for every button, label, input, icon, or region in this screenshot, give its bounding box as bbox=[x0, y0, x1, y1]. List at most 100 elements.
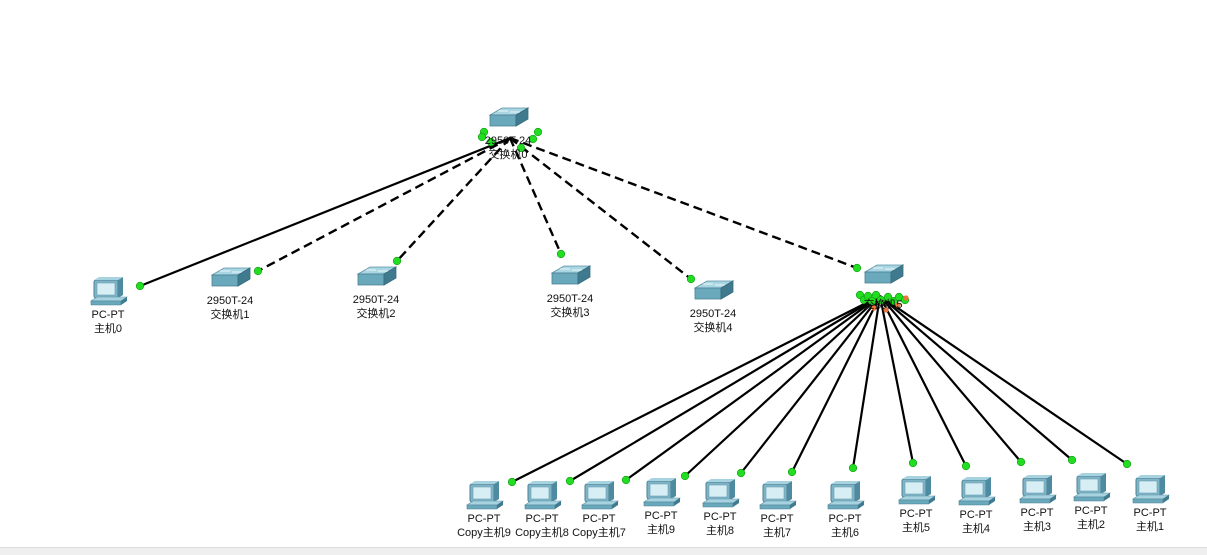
host-type-label: PC-PT bbox=[761, 513, 794, 525]
host-type-label: PC-PT bbox=[900, 508, 933, 520]
link-sw0-sw1[interactable] bbox=[257, 136, 511, 273]
switch-model-label: 2950T-24 bbox=[690, 308, 736, 320]
host-type-label: PC-PT bbox=[92, 309, 125, 321]
port-status-dot-pc9 bbox=[680, 471, 690, 481]
host-name-label: 主机9 bbox=[647, 522, 675, 536]
pc-icon bbox=[702, 478, 740, 508]
pc-icon bbox=[643, 477, 681, 507]
host-name-label: Copy主机9 bbox=[457, 525, 511, 539]
link-sw0-sw3[interactable] bbox=[508, 137, 563, 255]
link-sw0-sw4[interactable] bbox=[509, 137, 692, 280]
link-sw5-pcc8[interactable] bbox=[569, 295, 881, 482]
link-sw5-pc1[interactable] bbox=[879, 295, 1128, 465]
pc-icon bbox=[759, 480, 797, 510]
port-status-dot-sw0-4 bbox=[533, 127, 543, 137]
host-type-label: PC-PT bbox=[1021, 507, 1054, 519]
host-name-label: 主机1 bbox=[1136, 519, 1164, 533]
switch-model-label: 2950T-24 bbox=[207, 295, 253, 307]
switch-name-label: 交换机3 bbox=[550, 305, 589, 319]
switch-icon bbox=[551, 265, 591, 285]
port-status-dot-pcc7 bbox=[621, 475, 631, 485]
link-sw5-pc2[interactable] bbox=[879, 295, 1073, 461]
switch-model-label: 2950T-24 bbox=[547, 293, 593, 305]
switch-icon bbox=[357, 266, 397, 286]
link-activity-mark bbox=[871, 305, 877, 311]
port-status-dot-sw5-4 bbox=[871, 290, 881, 300]
host-name-label: Copy主机8 bbox=[515, 525, 569, 539]
link-sw5-pcc9[interactable] bbox=[511, 295, 881, 483]
link-sw5-pc5[interactable] bbox=[878, 295, 915, 464]
pc-icon bbox=[827, 480, 865, 510]
port-status-dot-pc0 bbox=[135, 281, 145, 291]
switch-icon bbox=[211, 267, 251, 287]
link-sw5-pc8[interactable] bbox=[740, 295, 881, 474]
host-name-label: 主机8 bbox=[706, 523, 734, 537]
pc-icon bbox=[898, 475, 936, 505]
link-sw5-pc9[interactable] bbox=[684, 295, 881, 477]
switch-node-sw5[interactable]: 交换机5 bbox=[863, 264, 904, 311]
pc-icon bbox=[1019, 474, 1057, 504]
link-activity-mark bbox=[895, 302, 901, 308]
pc-icon bbox=[1132, 474, 1170, 504]
port-status-dot-pc2 bbox=[1067, 455, 1077, 465]
port-status-dot-sw5-6 bbox=[883, 292, 893, 302]
port-status-dot-sw0-5 bbox=[477, 132, 487, 142]
host-name-label: Copy主机7 bbox=[572, 525, 626, 539]
workspace-bottom-scrollbar[interactable] bbox=[0, 547, 1207, 555]
port-status-dot-sw5-5 bbox=[876, 295, 886, 305]
link-activity-mark bbox=[903, 295, 909, 301]
switch-icon bbox=[694, 280, 734, 300]
link-sw5-pc4[interactable] bbox=[879, 295, 967, 467]
link-sw0-sw5[interactable] bbox=[509, 136, 858, 270]
switch-model-label: 2950T-24 bbox=[485, 135, 531, 147]
link-sw5-pcc7[interactable] bbox=[625, 295, 881, 481]
host-name-label: 主机4 bbox=[962, 521, 990, 535]
link-sw5-pc3[interactable] bbox=[879, 295, 1022, 463]
link-activity-mark bbox=[883, 307, 889, 313]
nodes-layer: 2950T-24交换机02950T-24交换机12950T-24交换机22950… bbox=[90, 107, 1170, 539]
port-status-dot-sw0-3 bbox=[528, 134, 538, 144]
pc-icon bbox=[958, 476, 996, 506]
host-name-label: 主机7 bbox=[763, 525, 791, 539]
pc-icon bbox=[466, 480, 504, 510]
link-sw5-pc6[interactable] bbox=[851, 295, 882, 469]
port-status-dot-sw1 bbox=[253, 266, 263, 276]
port-status-dot-sw2 bbox=[392, 256, 402, 266]
pc-icon bbox=[581, 480, 619, 510]
host-name-label: 主机0 bbox=[94, 321, 122, 335]
host-type-label: PC-PT bbox=[468, 513, 501, 525]
links-layer bbox=[139, 136, 1128, 483]
link-sw5-pc7[interactable] bbox=[791, 295, 881, 473]
port-status-dot-pc7 bbox=[787, 467, 797, 477]
port-status-dot-pc4 bbox=[961, 461, 971, 471]
switch-model-label: 2950T-24 bbox=[353, 294, 399, 306]
switch-name-label: 交换机5 bbox=[863, 297, 902, 311]
host-type-label: PC-PT bbox=[645, 510, 678, 522]
port-indicators-layer bbox=[135, 127, 1132, 487]
port-status-dot-sw5-3 bbox=[867, 296, 877, 306]
pc-icon bbox=[90, 276, 128, 306]
host-type-label: PC-PT bbox=[704, 511, 737, 523]
link-sw0-pc0[interactable] bbox=[139, 136, 511, 288]
port-status-dot-pc8 bbox=[736, 468, 746, 478]
port-status-dot-pcc9 bbox=[507, 477, 517, 487]
